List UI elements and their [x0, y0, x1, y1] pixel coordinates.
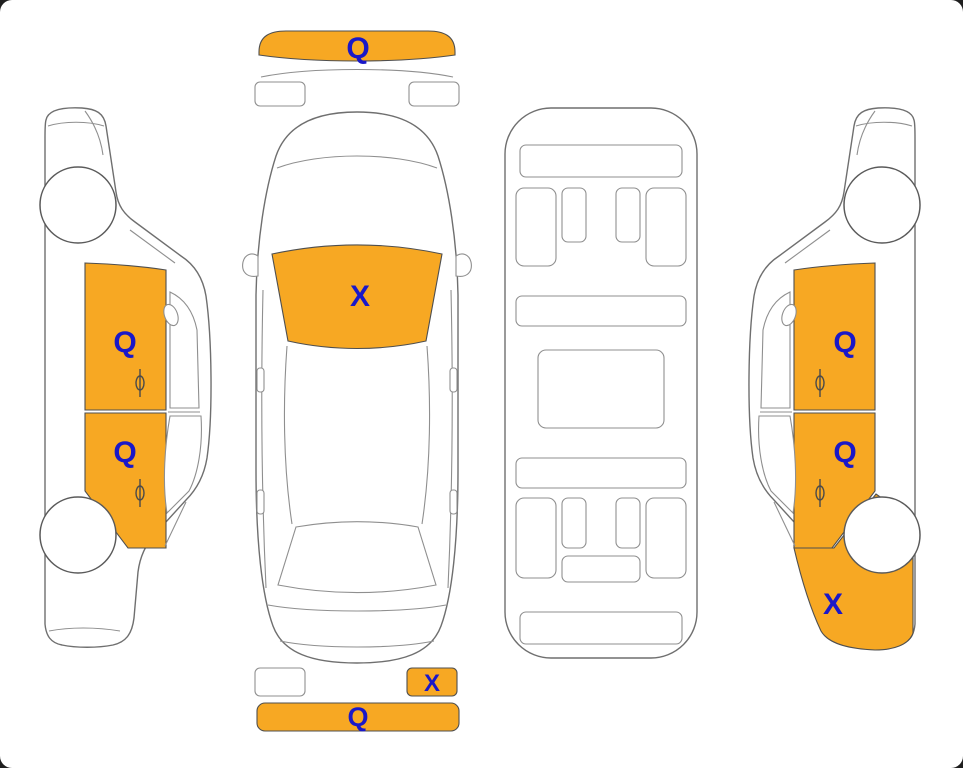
windshield-panel — [271, 244, 443, 350]
c-pillar-line — [773, 501, 796, 547]
door-handle-icon — [815, 369, 825, 397]
door-handle-icon — [449, 367, 458, 393]
underside-view — [504, 107, 698, 659]
right-side-view — [748, 107, 921, 651]
rear-bumper-strip — [256, 702, 460, 732]
windshield-line — [784, 229, 831, 264]
side-line-right — [447, 289, 453, 589]
headlight-line — [84, 110, 104, 156]
top-view — [242, 30, 472, 732]
underside-component — [561, 555, 641, 583]
rear-window — [277, 521, 437, 594]
damage-marker-windshield: X — [350, 280, 370, 313]
door-handle-icon — [815, 479, 825, 507]
side-mirror-icon — [781, 303, 797, 327]
side-mirror-icon — [242, 253, 259, 277]
rear-window — [758, 415, 797, 515]
side-mirror-icon — [455, 253, 472, 277]
rear-bumper-seam — [48, 627, 121, 632]
front-bumper-seam — [47, 121, 105, 127]
door-handle-icon — [449, 489, 458, 515]
front-bumper-lower-line — [260, 68, 454, 78]
trunk-line — [267, 604, 447, 612]
underside-component — [615, 497, 641, 549]
damage-marker-right-rear-quarter: X — [823, 588, 843, 621]
headlight-right — [408, 81, 460, 107]
c-pillar-line — [164, 501, 187, 547]
underside-component — [519, 144, 683, 178]
damage-marker-front-bumper: Q — [346, 32, 369, 65]
underside-component — [515, 187, 557, 267]
rear-corner-right-panel — [406, 667, 458, 697]
damage-markers: Q Q Q X X Q Q Q X — [113, 32, 856, 732]
front-bumper-strip — [258, 30, 456, 62]
damage-marker-rear-bumper: Q — [347, 702, 368, 732]
door-handle-icon — [135, 479, 145, 507]
front-wheel — [843, 166, 921, 244]
underside-component — [645, 187, 687, 267]
underside-component — [645, 497, 687, 579]
roof-edge-left — [283, 345, 293, 525]
front-door-panel — [793, 262, 876, 411]
damage-marker-rear-right-corner: X — [424, 670, 440, 697]
underside-component — [561, 497, 587, 549]
roof-edge-right — [421, 345, 431, 525]
underside-component — [615, 187, 641, 243]
door-handle-icon — [256, 367, 265, 393]
underside-component — [515, 295, 687, 327]
underside-component — [561, 187, 587, 243]
rear-wheel — [39, 496, 117, 574]
headlight-line — [856, 110, 876, 156]
headlight-left — [254, 81, 306, 107]
rear-wheel — [843, 496, 921, 574]
door-handle-icon — [135, 369, 145, 397]
front-wheel — [39, 166, 117, 244]
front-door-panel — [84, 262, 167, 411]
rear-window — [163, 415, 202, 515]
rear-corner-left — [254, 667, 306, 697]
underside-component — [515, 497, 557, 579]
damage-marker-left-front-door: Q — [113, 326, 136, 359]
front-bumper-seam — [855, 121, 913, 127]
trunk-line — [279, 640, 435, 648]
underside-component — [537, 349, 665, 429]
side-line-left — [261, 289, 267, 589]
underside-component — [519, 611, 683, 645]
side-mirror-icon — [163, 303, 179, 327]
hood-line — [276, 155, 438, 169]
damage-marker-right-rear-door: Q — [833, 436, 856, 469]
damage-marker-left-rear-door: Q — [113, 436, 136, 469]
windshield-line — [129, 229, 176, 264]
underside-component — [515, 457, 687, 489]
damage-marker-right-front-door: Q — [833, 326, 856, 359]
left-side-view — [39, 107, 212, 648]
door-handle-icon — [256, 489, 265, 515]
